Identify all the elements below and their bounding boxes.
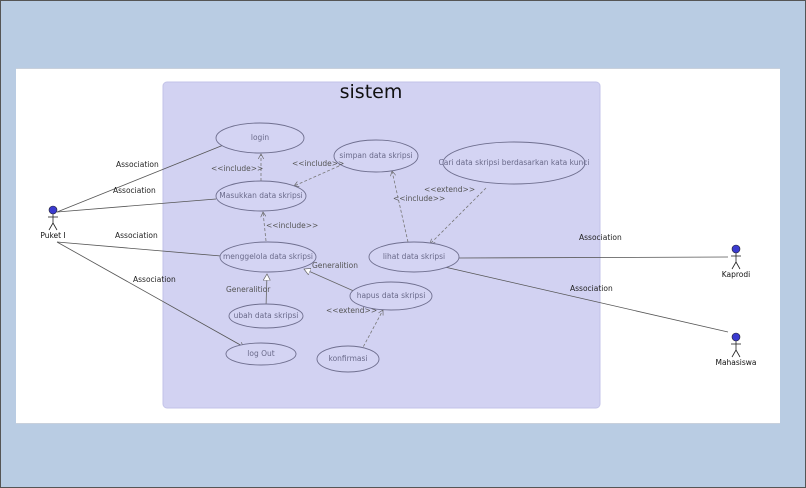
extend-cari-lihat xyxy=(430,187,487,244)
use-case-ubah-data-skripsi[interactable]: ubah data skripsi xyxy=(228,303,304,329)
actor-label-kaprodi: Kaprodi xyxy=(722,270,751,279)
svg-text:konfirmasi: konfirmasi xyxy=(329,354,368,363)
association-mahasiswa-lihat xyxy=(435,264,729,333)
svg-text:login: login xyxy=(251,133,270,142)
actor-head-icon xyxy=(731,332,741,342)
svg-text:Masukkan data skripsi: Masukkan data skripsi xyxy=(219,191,302,200)
association-puket-login xyxy=(56,143,227,213)
include-label-simpan: <<include>> xyxy=(292,159,344,168)
include-label-menggelola: <<include>> xyxy=(266,221,318,230)
use-case-menggelola-data-skripsi[interactable]: menggelola data skripsi xyxy=(219,241,317,273)
include-lihat-simpan xyxy=(392,171,409,243)
svg-text:menggelola data skripsi: menggelola data skripsi xyxy=(223,252,313,261)
generalization-ubah-menggelola xyxy=(266,274,267,308)
system-title: sistem xyxy=(340,81,403,103)
association-label-kaprodi: Association xyxy=(579,233,622,242)
svg-text:lihat data skripsi: lihat data skripsi xyxy=(383,252,445,261)
actor-kaprodi[interactable]: Kaprodi xyxy=(722,244,751,279)
association-label-menggelola: Association xyxy=(115,231,158,240)
actor-label-mahasiswa: Mahasiswa xyxy=(715,358,756,367)
association-label-masukkan: Association xyxy=(113,186,156,195)
use-case-masukkan-data-skripsi[interactable]: Masukkan data skripsi xyxy=(215,180,307,212)
use-case-login[interactable]: login xyxy=(215,122,305,154)
association-puket-masukkan xyxy=(56,198,217,213)
actor-mahasiswa[interactable]: Mahasiswa xyxy=(715,332,757,367)
actor-head-icon xyxy=(731,244,741,254)
generalization-hapus-menggelola xyxy=(304,269,357,293)
use-case-simpan-data-skripsi[interactable]: simpan data skripsi xyxy=(333,139,419,173)
use-case-lihat-data-skripsi[interactable]: lihat data skripsi xyxy=(368,241,460,273)
use-case-hapus-data-skripsi[interactable]: hapus data skripsi xyxy=(349,281,433,311)
include-label-login: <<include>> xyxy=(211,164,263,173)
association-puket-menggelola xyxy=(56,241,222,257)
extend-label-konfirmasi: <<extend>> xyxy=(326,306,377,315)
extend-label-cari: <<extend>> xyxy=(424,185,475,194)
svg-text:simpan data skripsi: simpan data skripsi xyxy=(339,151,412,160)
association-label-mahasiswa: Association xyxy=(570,284,613,293)
svg-text:hapus data skripsi: hapus data skripsi xyxy=(357,291,426,300)
actor-label-puket: Puket I xyxy=(40,231,65,240)
diagram-canvas: sistem login simpan data skripsi Cari da… xyxy=(16,68,780,424)
actor-head-icon xyxy=(48,205,58,215)
svg-text:log Out: log Out xyxy=(247,349,274,358)
use-case-log-out[interactable]: log Out xyxy=(225,342,297,366)
association-label-login: Association xyxy=(116,160,159,169)
association-kaprodi-lihat xyxy=(458,256,729,259)
use-case-konfirmasi[interactable]: konfirmasi xyxy=(316,345,380,373)
generalization-label-ubah: Generalitior xyxy=(226,285,271,294)
generalization-label-hapus: Generalition xyxy=(312,261,358,270)
actor-puket[interactable]: Puket I xyxy=(40,205,66,240)
svg-text:ubah data skripsi: ubah data skripsi xyxy=(234,311,299,320)
use-case-cari-data-skripsi[interactable]: Cari data skripsi berdasarkan kata kunci xyxy=(439,141,590,185)
include-label-lihat: <<include>> xyxy=(393,194,445,203)
svg-text:Cari data skripsi berdasarkan: Cari data skripsi berdasarkan kata kunci xyxy=(439,158,590,167)
include-simpan-masukkan xyxy=(294,165,340,186)
association-label-logout: Association xyxy=(133,275,176,284)
use-case-diagram: sistem login simpan data skripsi Cari da… xyxy=(40,81,757,409)
association-puket-logout xyxy=(56,241,244,348)
extend-konfirmasi-hapus xyxy=(360,310,383,352)
